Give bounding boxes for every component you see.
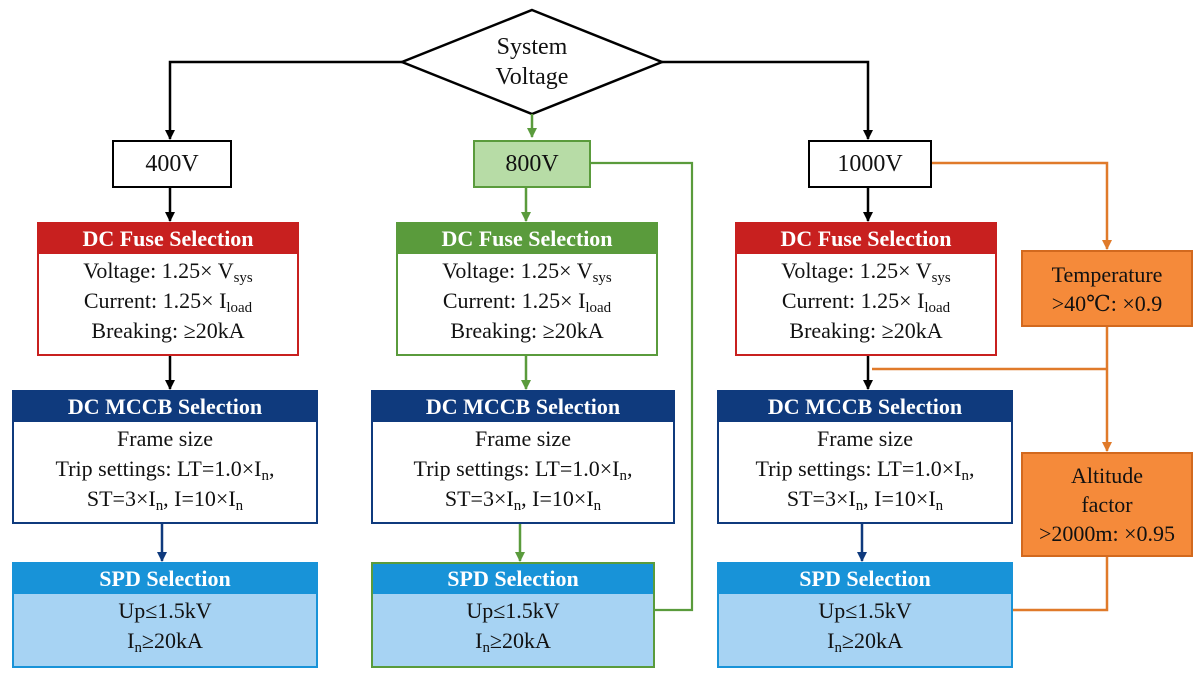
bypass-800v-to-spd	[589, 161, 694, 612]
altitude-line-1: Altitude	[1070, 463, 1144, 488]
fuse-current-line: Current: 1.25× Iload	[83, 288, 253, 317]
temperature-derating-box: Temperature >40℃: ×0.9	[1021, 250, 1193, 327]
fuse-voltage-line: Voltage: 1.25× Vsys	[442, 258, 612, 287]
mccb-frame-line: Frame size	[117, 426, 213, 451]
temperature-line-2: >40℃: ×0.9	[1051, 290, 1163, 316]
spd-card-body: Up≤1.5kV In≥20kA	[14, 594, 316, 656]
fuse-breaking-line: Breaking: ≥20kA	[91, 318, 245, 343]
voltage-1000v-box: 1000V	[808, 140, 932, 188]
spd-card-header: SPD Selection	[14, 564, 316, 594]
fuse-breaking-line: Breaking: ≥20kA	[450, 318, 604, 343]
spd-card-800v: SPD Selection Up≤1.5kV In≥20kA	[371, 562, 655, 668]
fuse-card-header: DC Fuse Selection	[737, 224, 995, 254]
mccb-card-400v: DC MCCB Selection Frame size Trip settin…	[12, 390, 318, 524]
mccb-trip-line: Trip settings: LT=1.0×In,	[755, 456, 975, 485]
fuse-current-line: Current: 1.25× Iload	[442, 288, 612, 317]
spd-in-line: In≥20kA	[827, 628, 903, 657]
mccb-st-line: ST=3×In, I=10×In	[786, 486, 944, 515]
fuse-voltage-line: Voltage: 1.25× Vsys	[83, 258, 253, 287]
voltage-800v-label: 800V	[505, 150, 559, 177]
mccb-st-line: ST=3×In, I=10×In	[444, 486, 602, 515]
spd-in-line: In≥20kA	[127, 628, 203, 657]
mccb-card-header: DC MCCB Selection	[373, 392, 673, 422]
spd-card-body: Up≤1.5kV In≥20kA	[373, 594, 653, 656]
spd-card-header: SPD Selection	[373, 564, 653, 594]
altitude-line-2: factor	[1081, 492, 1133, 517]
mccb-card-800v: DC MCCB Selection Frame size Trip settin…	[371, 390, 675, 524]
orange-altitude-to-spd	[1013, 557, 1109, 612]
decision-label: System Voltage	[462, 30, 602, 94]
arrow-to-1000v	[662, 60, 873, 140]
voltage-1000v-label: 1000V	[837, 150, 903, 177]
spd-card-body: Up≤1.5kV In≥20kA	[719, 594, 1011, 656]
spd-card-400v: SPD Selection Up≤1.5kV In≥20kA	[12, 562, 318, 668]
mccb-trip-line: Trip settings: LT=1.0×In,	[413, 456, 633, 485]
voltage-400v-box: 400V	[112, 140, 232, 188]
altitude-derating-box: Altitude factor >2000m: ×0.95	[1021, 452, 1193, 557]
mccb-frame-line: Frame size	[817, 426, 913, 451]
spd-card-1000v: SPD Selection Up≤1.5kV In≥20kA	[717, 562, 1013, 668]
fuse-card-body: Voltage: 1.25× Vsys Current: 1.25× Iload…	[737, 254, 995, 346]
spd-up-line: Up≤1.5kV	[466, 598, 560, 623]
mccb-card-body: Frame size Trip settings: LT=1.0×In, ST=…	[719, 422, 1011, 514]
fuse-current-line: Current: 1.25× Iload	[781, 288, 951, 317]
voltage-400v-label: 400V	[145, 150, 199, 177]
spd-up-line: Up≤1.5kV	[818, 598, 912, 623]
altitude-line-3: >2000m: ×0.95	[1038, 521, 1176, 546]
spd-card-header: SPD Selection	[719, 564, 1011, 594]
spd-in-line: In≥20kA	[475, 628, 551, 657]
mccb-card-body: Frame size Trip settings: LT=1.0×In, ST=…	[14, 422, 316, 514]
fuse-breaking-line: Breaking: ≥20kA	[789, 318, 943, 343]
arrow-to-400v	[165, 60, 402, 140]
fuse-card-body: Voltage: 1.25× Vsys Current: 1.25× Iload…	[398, 254, 656, 346]
fuse-card-header: DC Fuse Selection	[39, 224, 297, 254]
fuse-voltage-line: Voltage: 1.25× Vsys	[781, 258, 951, 287]
voltage-800v-box: 800V	[473, 140, 591, 188]
mccb-st-line: ST=3×In, I=10×In	[86, 486, 244, 515]
mccb-card-1000v: DC MCCB Selection Frame size Trip settin…	[717, 390, 1013, 524]
fuse-card-header: DC Fuse Selection	[398, 224, 656, 254]
mccb-card-body: Frame size Trip settings: LT=1.0×In, ST=…	[373, 422, 673, 514]
fuse-card-1000v: DC Fuse Selection Voltage: 1.25× Vsys Cu…	[735, 222, 997, 356]
fuse-card-body: Voltage: 1.25× Vsys Current: 1.25× Iload…	[39, 254, 297, 346]
mccb-trip-line: Trip settings: LT=1.0×In,	[55, 456, 275, 485]
fuse-card-800v: DC Fuse Selection Voltage: 1.25× Vsys Cu…	[396, 222, 658, 356]
mccb-frame-line: Frame size	[475, 426, 571, 451]
decision-line-1: System	[496, 34, 568, 60]
orange-1000v-to-temperature	[930, 161, 1112, 250]
spd-up-line: Up≤1.5kV	[118, 598, 212, 623]
decision-line-2: Voltage	[495, 64, 569, 90]
temperature-line-1: Temperature	[1051, 261, 1163, 287]
mccb-card-header: DC MCCB Selection	[14, 392, 316, 422]
mccb-card-header: DC MCCB Selection	[719, 392, 1011, 422]
fuse-card-400v: DC Fuse Selection Voltage: 1.25× Vsys Cu…	[37, 222, 299, 356]
